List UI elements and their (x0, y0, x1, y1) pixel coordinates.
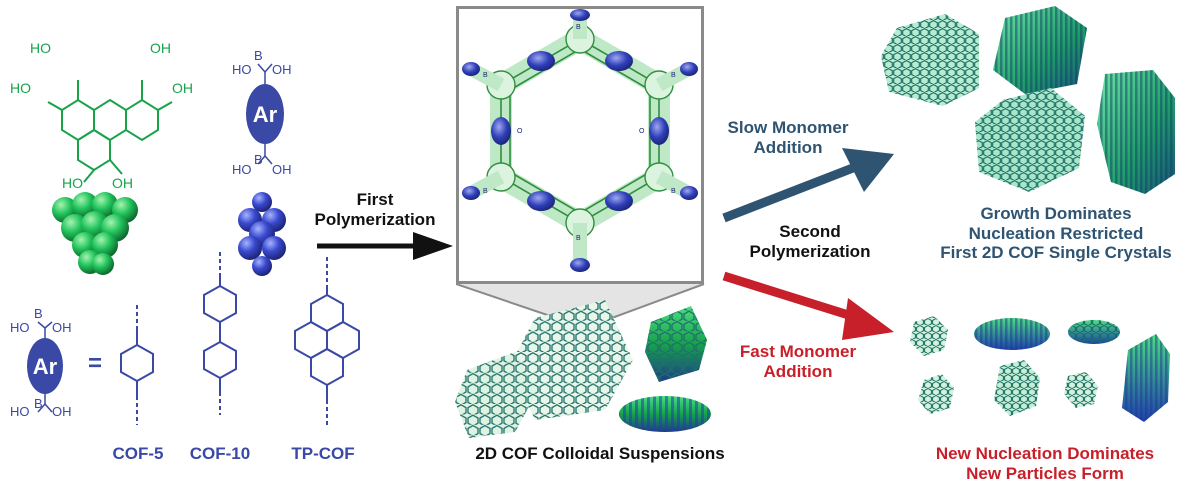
nucleation-result-label: New Nucleation Dominates New Particles F… (900, 444, 1190, 483)
hhtp-oh-3: HO (10, 80, 31, 96)
linker-biphenyl (203, 252, 237, 415)
cof-pore-structure: B B B B B B O O (462, 9, 698, 272)
nucleation-result-line2: New Particles Form (966, 463, 1124, 483)
diboronic-space-filling-model (238, 192, 286, 276)
growth-result-line1: Growth Dominates (980, 204, 1132, 223)
legend-bottom-oh: OH (52, 404, 72, 419)
pore-boron-right-top: B (671, 72, 676, 79)
second-polymerization-label: Second Polymerization (735, 222, 885, 261)
new-small-particles (910, 316, 1170, 422)
fast-addition-line1: Fast Monomer (739, 342, 857, 361)
diboronic-core: Ar (246, 63, 284, 165)
legend-top-ho: HO (10, 320, 30, 335)
legend-bottom-ho: HO (10, 404, 30, 419)
diboronic-top-ho: HO (232, 62, 252, 77)
slow-addition-line1: Slow Monomer (727, 118, 849, 137)
fast-addition-arrow (722, 271, 894, 340)
diboronic-bottom-b: B (254, 152, 263, 167)
diboronic-top-oh: OH (272, 62, 292, 77)
linker-phenyl (120, 305, 154, 425)
nucleation-result-line1: New Nucleation Dominates (935, 444, 1155, 463)
cof-single-crystals (881, 6, 1175, 194)
second-polymerization-line2: Polymerization (749, 241, 871, 261)
pore-boron-bottom: B (576, 235, 581, 242)
first-polymerization-line2: Polymerization (314, 209, 436, 229)
colloidal-particles (455, 300, 711, 438)
diboronic-top-b: B (254, 48, 263, 63)
cof-label-cof5: COF-5 (112, 444, 164, 463)
first-polymerization-label: First Polymerization (300, 190, 450, 229)
pore-boron-right-bottom: B (671, 188, 676, 195)
diboronic-bottom-ho: HO (232, 162, 252, 177)
legend-equals: = (88, 350, 103, 377)
second-polymerization-line1: Second (779, 222, 841, 241)
slow-addition-label: Slow Monomer Addition (718, 118, 858, 157)
pore-boron-left-top: B (483, 72, 488, 79)
diboronic-core-label: Ar (253, 102, 278, 127)
slow-addition-line2: Addition (753, 137, 823, 157)
growth-result-label: Growth Dominates Nucleation Restricted F… (920, 204, 1192, 263)
hhtp-oh-6: OH (112, 175, 133, 191)
slow-addition-arrow (722, 148, 894, 223)
legend-bottom-b: B (34, 396, 43, 411)
legend-top-oh: OH (52, 320, 72, 335)
growth-result-line2: Nucleation Restricted (968, 223, 1144, 243)
first-polymerization-line1: First (356, 190, 394, 209)
linker-pyrene (294, 257, 360, 427)
growth-result-line3: First 2D COF Single Crystals (940, 243, 1172, 263)
cof-label-tpcof: TP-COF (291, 444, 355, 463)
first-polymerization-arrow (317, 232, 453, 260)
legend-top-b: B (34, 306, 43, 321)
hhtp-oh-1: HO (30, 40, 51, 56)
hhtp-structure (47, 80, 173, 183)
hhtp-oh-4: OH (172, 80, 193, 96)
legend-ar-core: Ar (27, 321, 63, 413)
colloidal-suspensions-label: 2D COF Colloidal Suspensions (475, 444, 725, 463)
pore-boron-left-bottom: B (483, 188, 488, 195)
fast-addition-line2: Addition (763, 361, 833, 381)
diboronic-bottom-oh: OH (272, 162, 292, 177)
fast-addition-label: Fast Monomer Addition (718, 342, 878, 381)
pore-oxygen-right: O (639, 128, 645, 135)
hhtp-oh-2: OH (150, 40, 171, 56)
legend-core-label: Ar (33, 354, 58, 379)
hhtp-oh-5: HO (62, 175, 83, 191)
pore-oxygen-left: O (517, 128, 523, 135)
pore-boron-top: B (576, 24, 581, 31)
cof-label-cof10: COF-10 (189, 444, 251, 463)
hhtp-space-filling-model (52, 192, 138, 275)
